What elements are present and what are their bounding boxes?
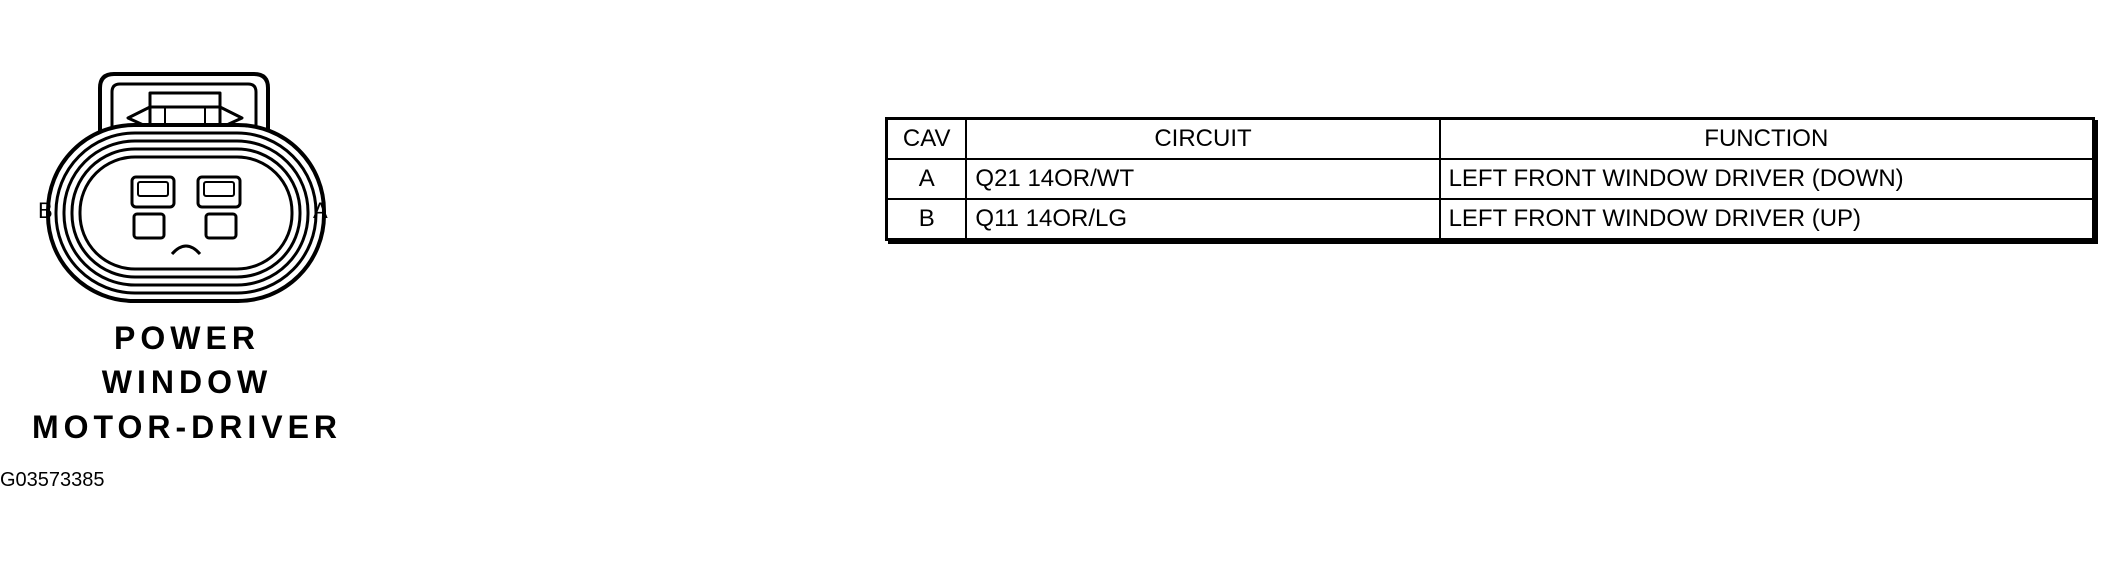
connector-latch-shroud-inner [110,82,258,150]
header-cav: CAV [885,117,968,160]
cell-cav: A [885,158,968,200]
connector-title-line-1: POWER [114,320,260,356]
connector-latch-tab [148,91,222,109]
cell-function: LEFT FRONT WINDOW DRIVER (DOWN) [1438,158,2095,200]
connector-title-line-2: WINDOW [101,364,273,400]
figure-id: G03573385 [0,469,105,491]
terminal-a-lower [204,212,238,240]
cell-cav: B [885,198,968,241]
terminal-a-upper [196,175,242,209]
cell-circuit: Q11 14OR/LG [965,198,1441,241]
terminal-b-lower [132,212,166,240]
connector-key-notch [170,244,202,256]
table-row: A Q21 14OR/WT LEFT FRONT WINDOW DRIVER (… [885,158,2095,200]
header-circuit: CIRCUIT [965,117,1441,160]
pin-function-table: CAV CIRCUIT FUNCTION A Q21 14OR/WT LEFT … [885,117,2095,241]
pin-label-b: B [38,198,53,223]
cell-function: LEFT FRONT WINDOW DRIVER (UP) [1438,198,2095,241]
table-row: B Q11 14OR/LG LEFT FRONT WINDOW DRIVER (… [885,198,2095,241]
cell-circuit: Q21 14OR/WT [965,158,1441,200]
connector-title-line-3: MOTOR-DRIVER [31,409,343,445]
terminal-b-upper [130,175,176,209]
connector-latch-shroud [98,72,270,160]
connector-diagram [46,72,326,303]
header-function: FUNCTION [1438,117,2095,160]
pin-label-a: A [313,198,328,223]
table-header-row: CAV CIRCUIT FUNCTION [885,117,2095,160]
connector-body [46,123,326,303]
